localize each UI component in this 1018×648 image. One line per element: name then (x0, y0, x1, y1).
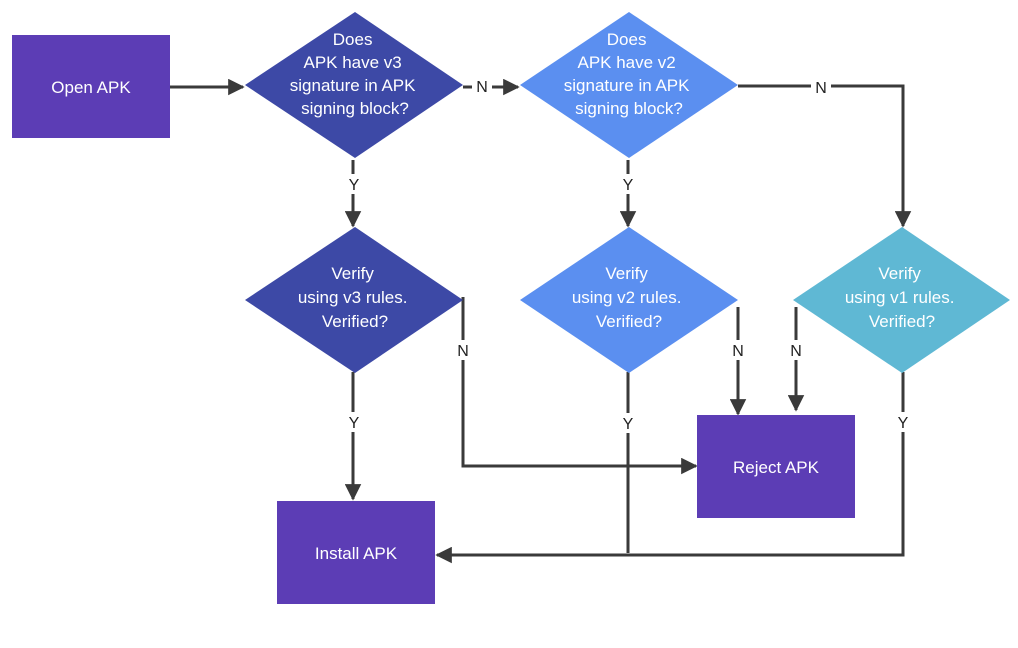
label-v3-no: N (476, 79, 488, 96)
label-verify-v3-no: N (457, 343, 469, 360)
has-v2-decision (520, 12, 738, 158)
edge-labels: N N Y Y N N N Y Y Y (344, 76, 913, 433)
label-verify-v2-no: N (732, 343, 744, 360)
label-v2-no: N (815, 80, 827, 97)
has-v3-line-1: Does (333, 30, 373, 49)
edge-v2-no-to-v1 (738, 84, 912, 228)
has-v3-label: Does APK have v3 signature in APK signin… (290, 30, 420, 118)
has-v3-line-3: signature in APK (290, 76, 416, 95)
label-verify-v1-no: N (790, 343, 802, 360)
verify-v3-line-3: Verified? (322, 312, 388, 331)
verify-v1-decision (793, 227, 1010, 373)
nodes: Open APK Does APK have v3 signature in A… (12, 12, 1010, 604)
verify-v1-line-3: Verified? (869, 312, 935, 331)
has-v2-line-4: signing block? (575, 99, 683, 118)
label-verify-v1-yes: Y (898, 415, 909, 432)
open-apk-label: Open APK (51, 78, 131, 97)
install-apk-label: Install APK (315, 544, 398, 563)
has-v3-line-4: signing block? (301, 99, 409, 118)
install-apk-box (277, 501, 435, 604)
label-v3-yes: Y (349, 177, 360, 194)
verify-v3-decision (245, 227, 463, 373)
verify-v2-label: Verify using v2 rules. Verified? (572, 264, 686, 331)
has-v3-decision (245, 12, 463, 158)
has-v2-line-3: signature in APK (564, 76, 690, 95)
verify-v2-line-1: Verify (605, 264, 648, 283)
label-verify-v2-yes: Y (623, 416, 634, 433)
open-apk-box (12, 35, 170, 138)
verify-v2-line-2: using v2 rules. (572, 288, 682, 307)
label-verify-v3-yes: Y (349, 415, 360, 432)
has-v2-label: Does APK have v2 signature in APK signin… (564, 30, 694, 118)
has-v2-line-1: Does (607, 30, 647, 49)
verify-v3-label: Verify using v3 rules. Verified? (298, 264, 412, 331)
reject-apk-box (697, 415, 855, 518)
has-v3-line-2: APK have v3 (303, 53, 401, 72)
verify-v2-line-3: Verified? (596, 312, 662, 331)
verify-v1-line-1: Verify (878, 264, 921, 283)
verify-v3-line-1: Verify (331, 264, 374, 283)
verify-v3-line-2: using v3 rules. (298, 288, 408, 307)
edge-verify-v1-yes-to-install (435, 372, 905, 564)
label-v2-yes: Y (623, 177, 634, 194)
verify-v1-line-2: using v1 rules. (845, 288, 955, 307)
has-v2-line-2: APK have v2 (577, 53, 675, 72)
verify-v2-decision (520, 227, 738, 373)
verify-v1-label: Verify using v1 rules. Verified? (845, 264, 959, 331)
reject-apk-label: Reject APK (733, 458, 820, 477)
